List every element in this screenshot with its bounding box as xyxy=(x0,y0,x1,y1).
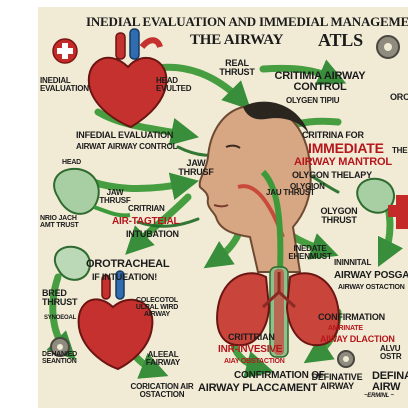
label-jau-thrust-mid: JAU THRUST xyxy=(266,189,315,197)
label-dehanied: DEHANIED SEANTION xyxy=(42,351,82,365)
label-amrinate: AMRINATE xyxy=(328,325,363,332)
label-colecotol: COLECOTOL ULRAL WIRD AIRWAY xyxy=(134,297,180,318)
label-bred-thrust: BRED THRUST xyxy=(42,289,76,307)
label-criteria-for: CRITRINA FOR xyxy=(302,131,364,140)
label-oxygen-tipiu: OLYGEN TIPIU xyxy=(286,97,339,105)
label-defina: DEFINA AIRW xyxy=(372,371,408,393)
label-intubation: INTUBATION xyxy=(126,230,179,239)
label-airwat-control: AIRWAT AIRWAY CONTROL xyxy=(76,143,177,151)
gear-icon xyxy=(338,351,354,367)
label-inedate-ehenmust: INEDATE EHENMUST xyxy=(286,245,334,261)
atls-airway-infographic: INEDIAL EVALUATION AND IMMEDIAL MANAGEME… xyxy=(38,7,408,408)
label-airway-dlaction: AIWAY DLACTION xyxy=(320,335,395,344)
label-aiay-obstaction: AIAY OBSTACTION xyxy=(224,358,285,365)
label-real-thrust: REAL THRUST xyxy=(216,59,258,77)
page-subtitle-left: THE AIRWAY xyxy=(190,33,283,48)
label-critrian-bottom: CRITTRIAN xyxy=(228,333,275,342)
label-head: HEAD xyxy=(62,159,81,166)
label-oro-cut: ORO xyxy=(390,93,408,102)
label-infedial-evaluation: INFEDIAL EVALUATION xyxy=(76,131,173,140)
label-definative: DEFINATIVE AIRWAY xyxy=(308,373,366,391)
signature: ~ERMINL ~ xyxy=(364,393,394,399)
label-orotracheal: OROTRACHEAL xyxy=(86,259,169,270)
label-air-tagteial: AIR-TAGTEIAL xyxy=(112,217,179,227)
label-airway-mantrol: AIRWAY MANTROL xyxy=(294,157,392,168)
label-synoeoal: SYNOEOAL xyxy=(44,315,76,321)
label-olygon-thelapy: OLYGON THELAPY xyxy=(292,171,372,180)
label-aleeal: ALEEAL FAIRWAY xyxy=(142,351,184,367)
cross-badge-icon xyxy=(53,39,77,63)
label-corication: CORICATION AIR OSTACTION xyxy=(130,383,194,399)
label-airway-ostacion: AIRWAY OSTACTION xyxy=(338,284,405,291)
label-olygon-thrust: OLYGON THRUST xyxy=(316,207,362,225)
label-airway-posgat: AIRWAY POSGATL xyxy=(334,271,408,281)
label-critrian: CRITRIAN xyxy=(128,205,165,213)
label-head-evulted: HEAD EVULTED xyxy=(156,77,198,93)
label-jaw-trust-left: NRIO JACH AMT TRUST xyxy=(40,215,82,229)
label-inr-invesive: INR-INVESIVE xyxy=(218,345,282,355)
label-confirmation-right: CONFIRMATION xyxy=(318,313,385,322)
label-the-cut: THE xyxy=(392,147,407,155)
label-intueation: IF INTUEATION! xyxy=(92,273,157,282)
label-critimia-airway: CRITIMIA AIRWAY CONTROL xyxy=(270,71,370,93)
label-airway-placcament: AIRWAY PLACCAMENT xyxy=(198,383,317,394)
label-alvu-ostr: ALVU OSTR xyxy=(380,345,408,361)
page-title: INEDIAL EVALUATION AND IMMEDIAL MANAGEME… xyxy=(86,15,408,28)
label-initial-evaluation-top: INEDIAL EVALUATION xyxy=(40,77,86,93)
label-immediate: IMMEDIATE xyxy=(308,141,384,155)
label-inninital: ININNITAL xyxy=(334,259,371,267)
page-subtitle-right: ATLS xyxy=(318,31,363,49)
label-jaw-thrusf: JAW THRUSF xyxy=(176,159,216,177)
gear-icon xyxy=(377,36,399,58)
label-jaw-thrusf-small: JAW THRUSF xyxy=(98,189,132,205)
